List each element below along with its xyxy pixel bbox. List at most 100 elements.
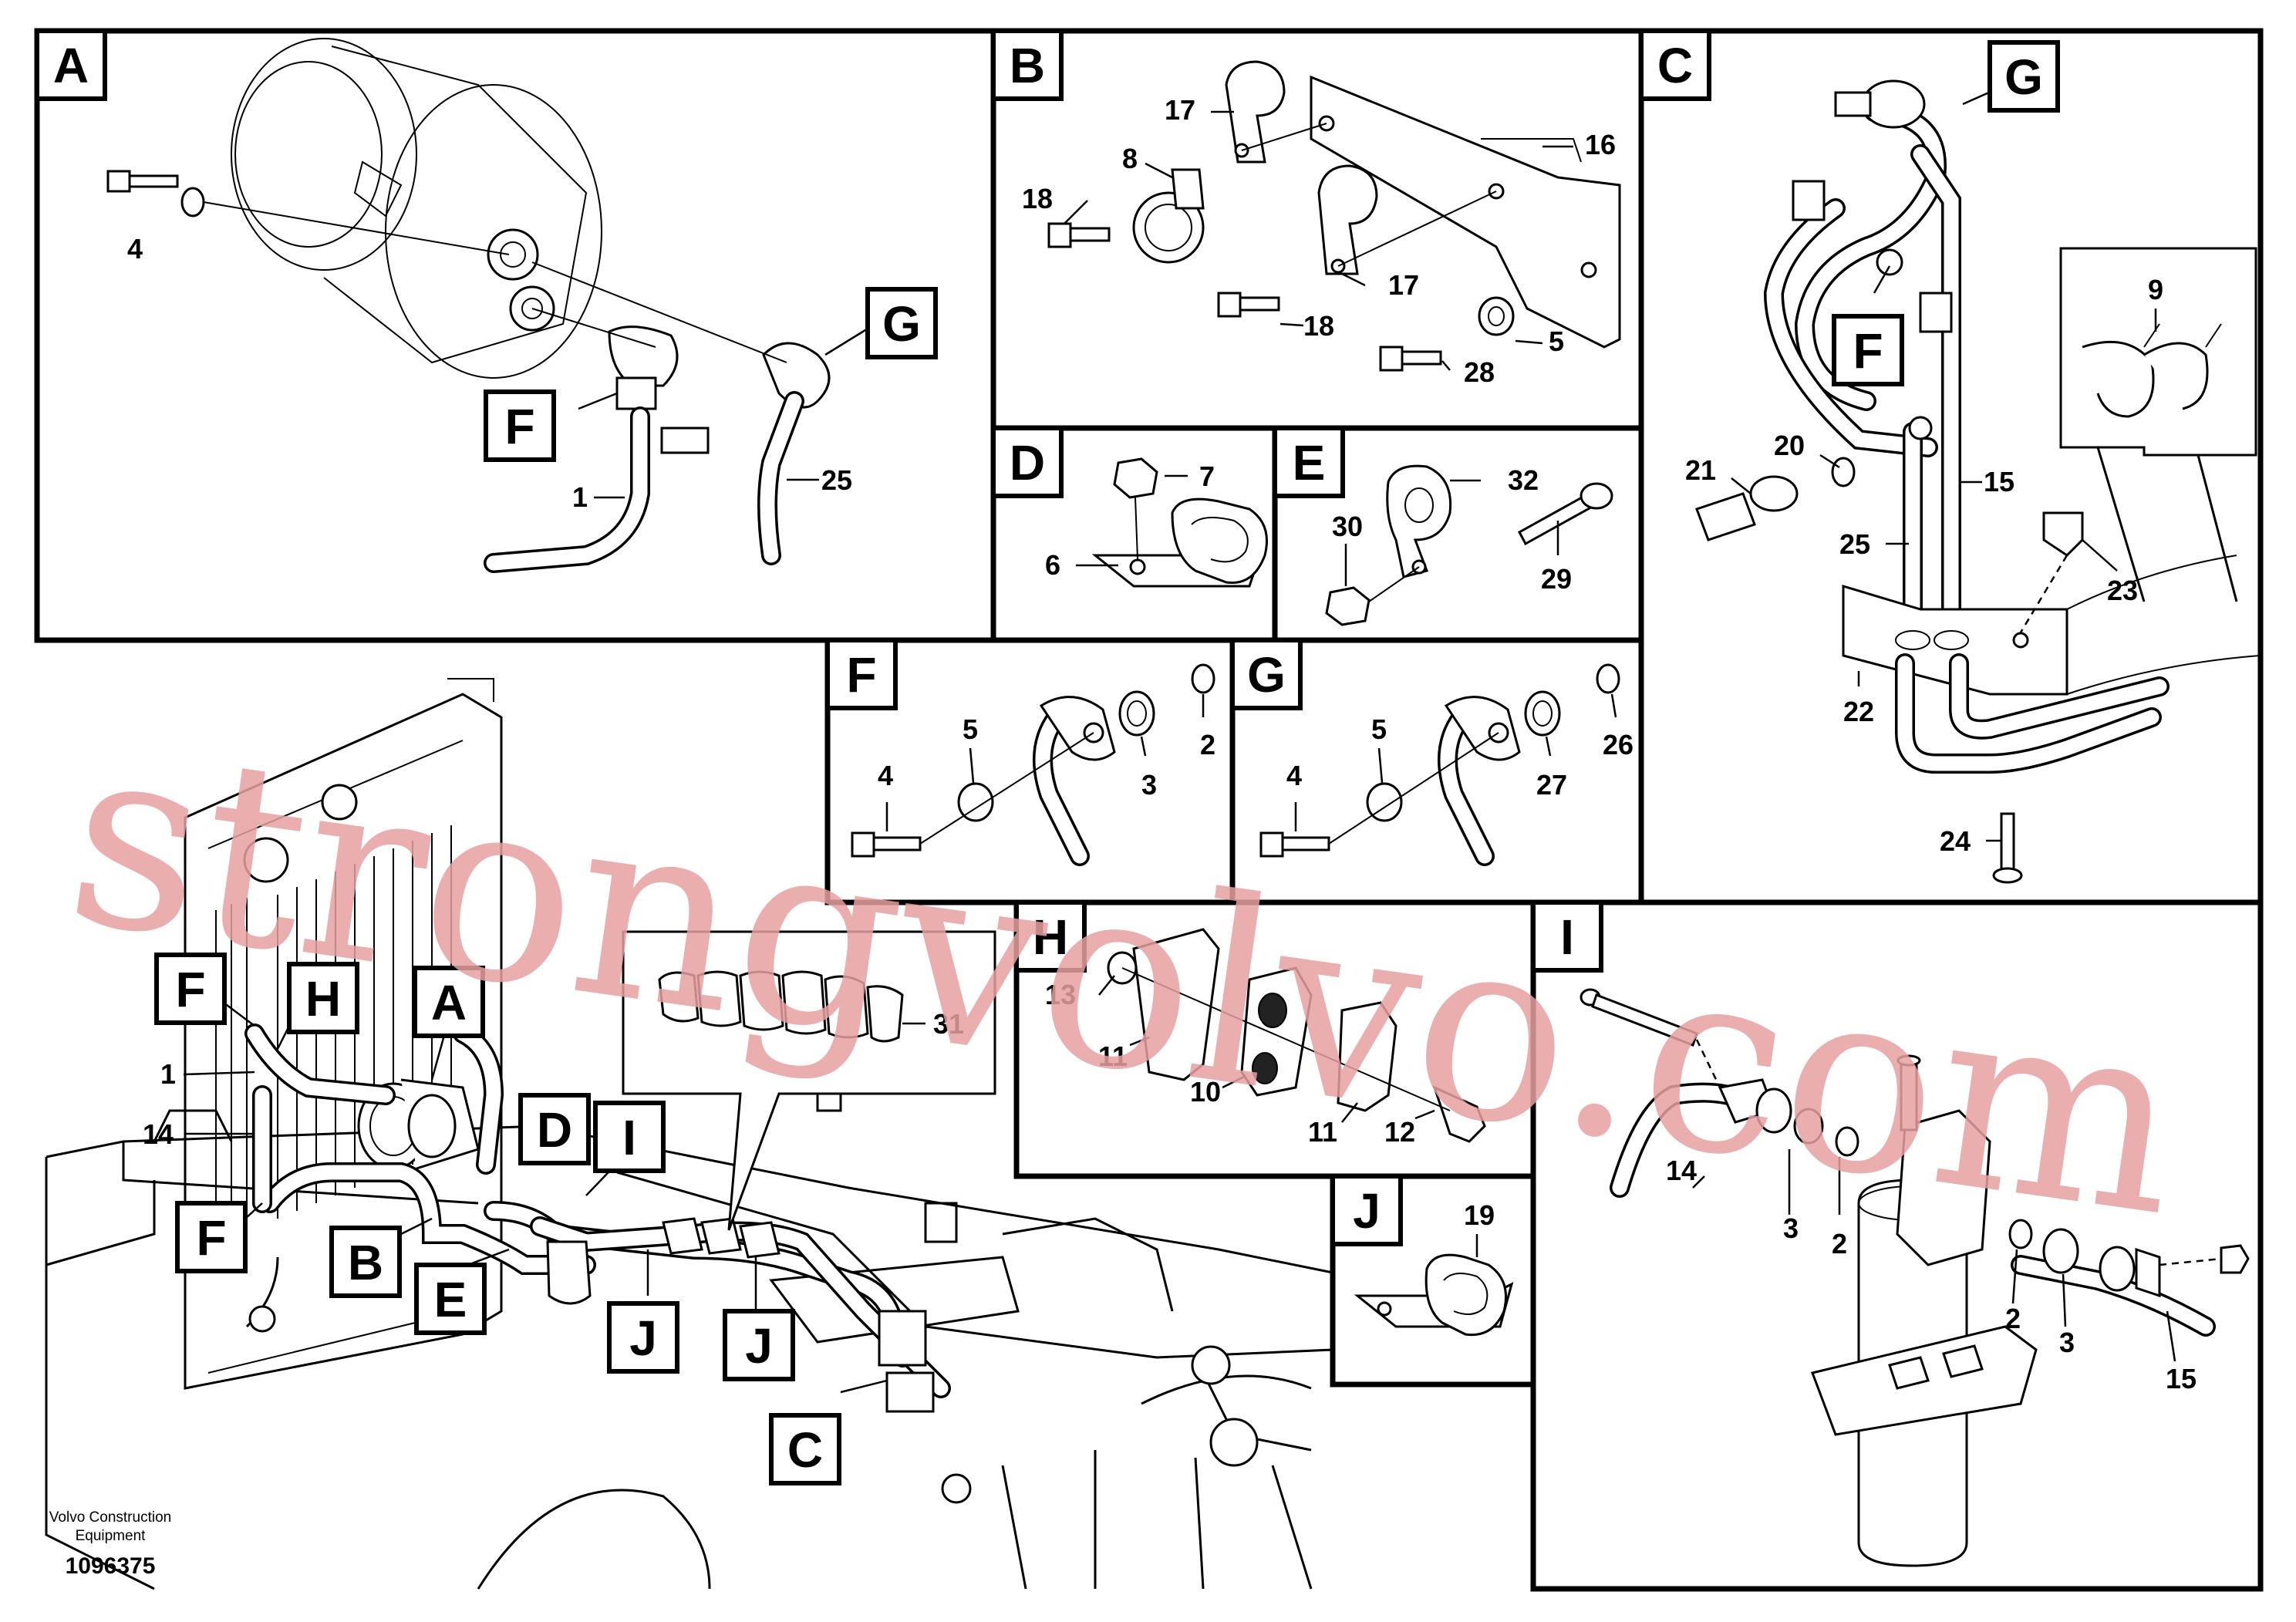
label-25: 25 — [1839, 528, 1870, 560]
label-2a: 2 — [1832, 1228, 1847, 1259]
hose-14 — [1610, 1078, 1859, 1198]
callout-g: G — [882, 296, 921, 352]
receiver-drier — [1810, 1054, 2038, 1567]
label-11a: 11 — [1098, 1040, 1128, 1072]
ac-hoses — [244, 1023, 951, 1413]
label-17b: 17 — [1388, 269, 1419, 301]
label-22: 22 — [1843, 696, 1874, 727]
label-18a: 18 — [1022, 183, 1053, 214]
fitting-f — [484, 308, 710, 573]
label-16: 16 — [1585, 129, 1616, 160]
overview-callout-f1: F — [175, 962, 205, 1017]
label-15: 15 — [2166, 1363, 2197, 1394]
inset-clip-9 — [2059, 247, 2257, 602]
bolt-24 — [1992, 812, 2023, 884]
label-29: 29 — [1541, 563, 1572, 595]
footer: Volvo Construction Equipment 1096375 — [49, 1509, 171, 1579]
panel-g-letter: G — [1247, 647, 1286, 703]
label-13: 13 — [1045, 979, 1076, 1010]
clamp-17a — [1225, 60, 1327, 164]
panel-h: 13 11 10 11 12 H — [1013, 899, 1536, 1179]
label-4: 4 — [127, 233, 143, 265]
hose-15 — [2008, 1219, 2250, 1337]
clamp-detail-h — [1107, 928, 1486, 1143]
fitting-detail-g — [1259, 663, 1620, 866]
label-5: 5 — [1371, 713, 1387, 745]
overview-callout-a: A — [431, 975, 467, 1030]
label-28: 28 — [1464, 356, 1495, 388]
label-9: 9 — [2148, 274, 2163, 305]
spiral-wrap — [658, 970, 904, 1043]
label-19: 19 — [1464, 1199, 1495, 1231]
footer-company-line2: Equipment — [76, 1528, 147, 1544]
bolt-29 — [1517, 482, 1613, 546]
overview-callout-e: E — [434, 1272, 467, 1327]
bracket-16 — [1310, 75, 1621, 349]
label-2b: 2 — [2005, 1303, 2021, 1334]
panel-f-letter: F — [846, 647, 876, 703]
overview-callout-f2: F — [196, 1210, 226, 1266]
label-30: 30 — [1332, 511, 1363, 542]
label-4: 4 — [878, 760, 893, 791]
label-32: 32 — [1508, 464, 1539, 496]
label-23: 23 — [2107, 575, 2138, 606]
bolt-28 — [1379, 346, 1442, 372]
nut-7 — [1113, 457, 1158, 560]
clamp-17b — [1317, 164, 1497, 275]
label-31: 31 — [933, 1008, 964, 1040]
panel-a-letter: A — [53, 38, 89, 93]
label-3: 3 — [1141, 769, 1157, 801]
clamp-6 — [1091, 497, 1268, 588]
label-26: 26 — [1603, 729, 1633, 760]
panel-j: 19 J — [1330, 1173, 1536, 1388]
label-7: 7 — [1199, 460, 1215, 492]
bolt-i — [1580, 988, 1721, 1088]
overview-callout-c: C — [787, 1422, 823, 1478]
callout-g: G — [2004, 49, 2043, 105]
label-5: 5 — [1549, 325, 1564, 357]
fitting-detail-f — [851, 663, 1215, 866]
label-6: 6 — [1045, 549, 1060, 581]
label-14: 14 — [1666, 1155, 1697, 1186]
footer-company-line1: Volvo Construction — [49, 1509, 171, 1526]
panel-i-letter: I — [1560, 909, 1574, 965]
overview-callout-h: H — [305, 971, 341, 1027]
bolt-18a — [1047, 222, 1111, 248]
panel-h-letter: H — [1033, 909, 1068, 965]
spacer-5 — [1478, 296, 1515, 336]
panel-b-letter: B — [1010, 38, 1045, 93]
panel-b: 17 8 18 16 17 18 5 28 B — [990, 28, 1644, 431]
block-22 — [1842, 555, 2261, 774]
label-4: 4 — [1286, 760, 1302, 791]
clamp-32 — [1386, 464, 1452, 578]
label-17a: 17 — [1165, 94, 1195, 126]
overview-callout-d: D — [537, 1102, 572, 1158]
clamp-19 — [1354, 1253, 1514, 1337]
panel-d-letter: D — [1010, 435, 1045, 491]
nut-30 — [1325, 566, 1420, 626]
callout-f: F — [504, 399, 534, 454]
clamp-8 — [1132, 168, 1205, 264]
overview-label-14: 14 — [143, 1118, 174, 1150]
machine-overview: 31 1 14 F H A D I F B E J — [45, 678, 1333, 1590]
overview-callout-i: I — [622, 1110, 636, 1165]
label-24: 24 — [1940, 825, 1971, 857]
label-12: 12 — [1384, 1116, 1415, 1148]
footer-drawing-number: 1096375 — [66, 1553, 156, 1579]
overview-callout-b: B — [348, 1235, 383, 1290]
bolt-18b — [1217, 292, 1280, 318]
callout-f: F — [1853, 323, 1883, 379]
panel-f: 4 5 3 2 F — [824, 637, 1236, 905]
panel-d: 7 6 D — [990, 425, 1278, 643]
label-3a: 3 — [1783, 1212, 1799, 1244]
label-8: 8 — [1122, 143, 1138, 174]
compressor-overview — [357, 1078, 480, 1170]
panel-i: 14 3 2 2 3 15 I — [1530, 899, 2264, 1592]
panel-c-letter: C — [1657, 38, 1693, 93]
label-21: 21 — [1685, 454, 1716, 486]
label-3b: 3 — [2059, 1327, 2075, 1358]
bolt-4 — [106, 170, 510, 255]
label-15: 15 — [1984, 466, 2014, 497]
label-5: 5 — [963, 713, 978, 745]
